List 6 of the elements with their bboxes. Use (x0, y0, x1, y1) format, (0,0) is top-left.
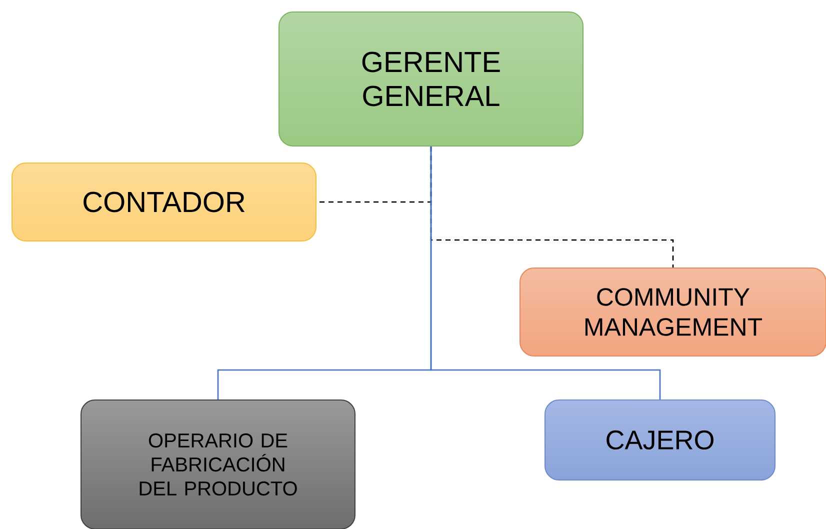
org-box: COMMUNITY MANAGEMENT (520, 268, 826, 356)
connector-line (430, 146, 661, 400)
org-box: CAJERO (544, 400, 776, 480)
org-box: GERENTE GENERAL (278, 12, 584, 146)
org-box: OPERARIO DE FABRICACIÓN DEL PRODUCTO (80, 400, 356, 529)
org-box: CONTADOR (12, 162, 316, 242)
